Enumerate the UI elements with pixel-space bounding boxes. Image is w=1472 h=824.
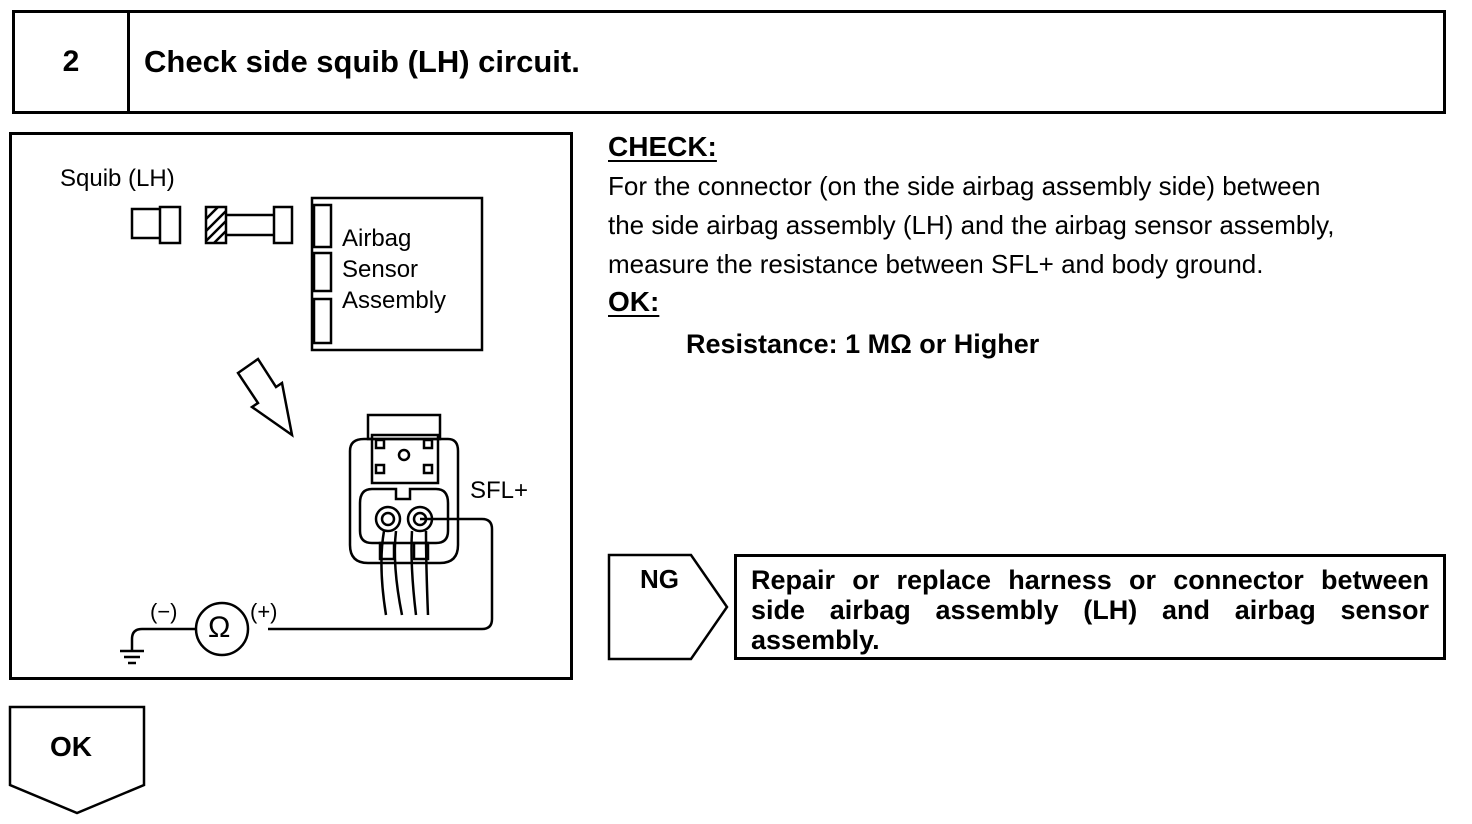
squib-plug-body xyxy=(158,205,182,245)
ng-action-box: Repair or replace harness or connector b… xyxy=(734,554,1446,660)
harness-connector xyxy=(272,205,294,245)
ecu-label-line-2: Sensor xyxy=(342,256,419,283)
ohm-symbol: Ω xyxy=(208,611,231,644)
terminal-left xyxy=(374,505,402,533)
ng-label: NG xyxy=(640,564,679,594)
ok-heading: OK: xyxy=(608,286,660,317)
check-heading: CHECK: xyxy=(608,131,717,162)
squib-plug xyxy=(130,207,160,240)
diagram-drawing xyxy=(120,196,494,665)
check-section: CHECK: For the connector (on the side ai… xyxy=(608,128,1458,362)
meter-minus-label: (−) xyxy=(150,599,178,624)
airbag-sensor-box xyxy=(310,196,484,352)
step-header: 2 Check side squib (LH) circuit. xyxy=(12,10,1446,114)
ok-branch-label: OK xyxy=(50,731,92,762)
ng-arrow-tag xyxy=(607,553,729,661)
ok-arrow-tag xyxy=(8,705,146,815)
ecu-label-line-1: Airbag xyxy=(342,225,412,252)
direction-arrow xyxy=(236,357,294,438)
check-line: measure the resistance between SFL+ and … xyxy=(608,249,1264,279)
probe-lead xyxy=(268,517,494,631)
ecu-label-line-3: Assembly xyxy=(342,287,447,314)
ground-lead xyxy=(130,627,196,651)
check-line: For the connector (on the side airbag as… xyxy=(608,171,1321,201)
terminal-label-sfl-plus: SFL+ xyxy=(470,477,529,504)
ok-specification: Resistance: 1 MΩ or Higher xyxy=(686,329,1040,359)
connector-body xyxy=(348,437,460,565)
connection-diagram: Squib (LH) Airbag Sensor Assembly SFL+ (… xyxy=(9,132,573,680)
squib-connector-hatched xyxy=(204,205,228,245)
step-number: 2 xyxy=(15,13,130,111)
meter-plus-label: (+) xyxy=(250,599,278,624)
check-instructions: For the connector (on the side airbag as… xyxy=(608,167,1458,284)
squib-label: Squib (LH) xyxy=(60,165,175,192)
step-title: Check side squib (LH) circuit. xyxy=(144,44,580,79)
check-line: the side airbag assembly (LH) and the ai… xyxy=(608,210,1335,240)
